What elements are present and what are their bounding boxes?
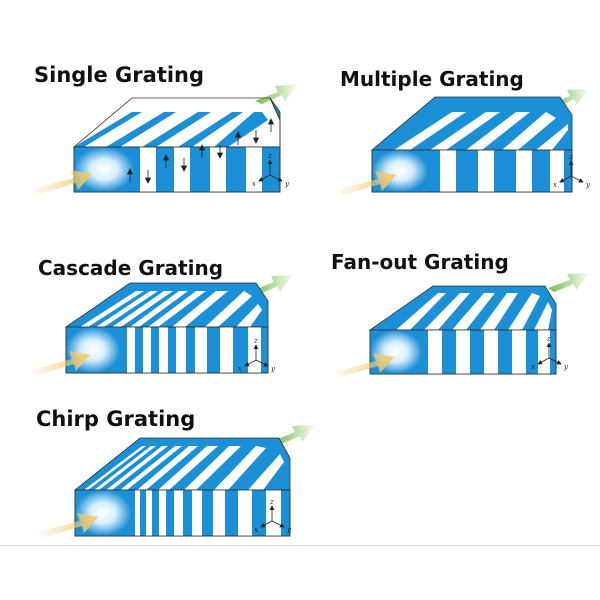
x-axis-label: x <box>531 363 535 371</box>
z-axis-label: z <box>269 498 274 506</box>
output-beam-arrow <box>252 275 293 295</box>
input-beam-arrow <box>32 170 92 195</box>
cascade-axis-triad <box>244 344 269 367</box>
polarization-arrows <box>126 118 275 184</box>
multiple-axis-triad <box>559 160 584 183</box>
fanout-grating-title: Fan-out Grating <box>331 250 509 274</box>
multiple-grating-top-tracks <box>394 112 568 150</box>
input-beam-arrow <box>38 513 98 538</box>
single-axis-triad <box>258 159 283 182</box>
single-grating-crystal <box>32 84 298 195</box>
chirp-axis-triad <box>260 505 285 528</box>
cascade-grating-crystal <box>30 275 293 376</box>
z-axis-label: z <box>568 153 573 161</box>
z-axis-label: z <box>253 337 258 345</box>
z-axis-label: z <box>267 152 272 160</box>
crystal-top-face <box>72 97 281 148</box>
fanout-grating-top-stripes <box>396 293 552 330</box>
single-grating-title: Single Grating <box>34 63 205 87</box>
fanout-axis-triad <box>537 342 562 365</box>
bottom-divider <box>0 545 600 546</box>
input-beam-arrow <box>30 351 90 376</box>
chirp-grating-top-stripes <box>84 446 284 490</box>
x-axis-label: x <box>553 181 557 189</box>
crystal-front-face <box>73 146 281 193</box>
x-axis-label: x <box>254 526 258 534</box>
input-beam-arrow <box>337 171 396 196</box>
fanout-grating-crystal <box>334 273 589 378</box>
y-axis-label: y <box>284 180 290 188</box>
y-axis-label: y <box>585 181 591 189</box>
cascade-grating-top-stripes <box>80 291 262 327</box>
input-beam-arrow <box>334 353 394 378</box>
multiple-grating-title: Multiple Grating <box>340 67 524 91</box>
z-axis-label: z <box>546 335 551 343</box>
output-beam-arrow <box>273 425 315 445</box>
y-axis-label: y <box>286 526 292 534</box>
multiple-grating-crystal <box>337 89 588 196</box>
y-axis-label: y <box>563 363 569 371</box>
y-axis-label: y <box>270 365 276 373</box>
chirp-grating-title: Chirp Grating <box>36 407 196 431</box>
chirp-grating-crystal <box>38 425 315 538</box>
x-axis-label: x <box>252 180 256 188</box>
x-axis-label: x <box>238 365 242 373</box>
output-beam-arrow <box>548 273 589 292</box>
output-beam-arrow <box>255 84 298 104</box>
cascade-grating-title: Cascade Grating <box>38 256 224 280</box>
